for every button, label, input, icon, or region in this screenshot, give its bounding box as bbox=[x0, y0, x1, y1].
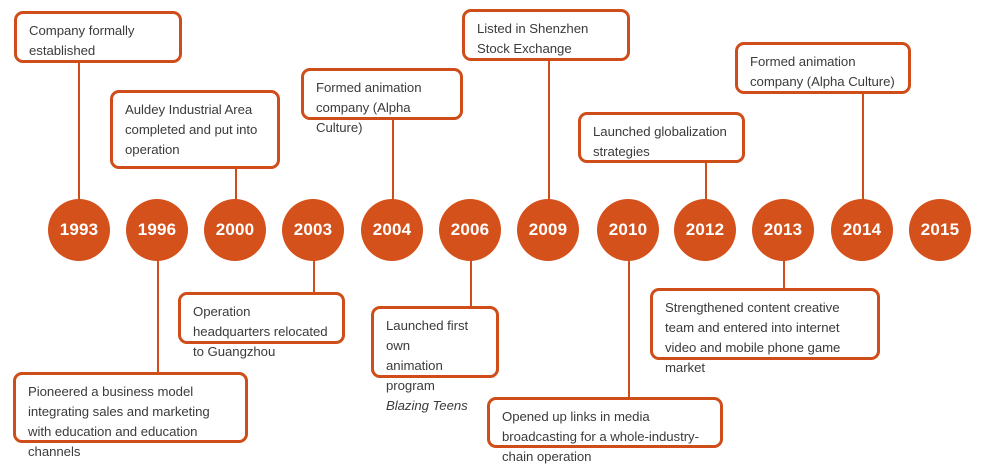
year-label: 2003 bbox=[293, 220, 333, 239]
connector-stem-2003-lower bbox=[313, 256, 315, 292]
year-label: 2006 bbox=[450, 220, 490, 239]
connector-stem-1996-lower bbox=[157, 256, 159, 372]
connector-stem-2010-lower bbox=[628, 256, 630, 397]
callout-formed-animation-2003[interactable]: Formed animation company (Alpha Culture) bbox=[301, 68, 463, 135]
connector-stem-1996 bbox=[235, 168, 237, 204]
callout-first-animation-program[interactable]: Launched first own animation program Bla… bbox=[371, 306, 499, 413]
callout-operation-headquarters[interactable]: Operation headquarters relocated to Guan… bbox=[178, 292, 345, 359]
connector-stem-2004 bbox=[392, 118, 394, 204]
year-label: 2015 bbox=[920, 220, 960, 239]
connector-stem-2006-lower bbox=[470, 256, 472, 306]
callout-auldey-industrial-area[interactable]: Auldey Industrial Area completed and put… bbox=[110, 90, 280, 169]
callout-listed-shenzhen[interactable]: Listed in Shenzhen Stock Exchange bbox=[462, 9, 630, 61]
callout-globalization-strategies[interactable]: Launched globalization strategies bbox=[578, 112, 745, 163]
connector-stem-1993 bbox=[78, 62, 80, 204]
year-label: 2012 bbox=[685, 220, 725, 239]
year-label: 2000 bbox=[215, 220, 255, 239]
callout-media-broadcasting[interactable]: Opened up links in media broadcasting fo… bbox=[487, 397, 723, 464]
timeline-node-2004[interactable]: 2004 bbox=[361, 199, 423, 261]
year-label: 2004 bbox=[372, 220, 412, 239]
year-label: 2014 bbox=[842, 220, 882, 239]
timeline-node-1993[interactable]: 1993 bbox=[48, 199, 110, 261]
timeline-node-1996[interactable]: 1996 bbox=[126, 199, 188, 261]
connector-stem-2009 bbox=[548, 60, 550, 204]
connector-stem-2013-lower bbox=[783, 256, 785, 288]
callout-pioneered-business-model[interactable]: Pioneered a business model integrating s… bbox=[13, 372, 248, 459]
year-label: 2009 bbox=[528, 220, 568, 239]
year-label: 2010 bbox=[608, 220, 648, 239]
timeline-node-2003[interactable]: 2003 bbox=[282, 199, 344, 261]
year-label: 1993 bbox=[59, 220, 99, 239]
year-label: 1996 bbox=[137, 220, 177, 239]
callout-line-1: Launched first own bbox=[386, 318, 469, 353]
year-label: 2013 bbox=[763, 220, 803, 239]
timeline-node-2006[interactable]: 2006 bbox=[439, 199, 501, 261]
timeline-node-2015[interactable]: 2015 bbox=[909, 199, 971, 261]
timeline-node-2013[interactable]: 2013 bbox=[752, 199, 814, 261]
timeline-node-2014[interactable]: 2014 bbox=[831, 199, 893, 261]
callout-content-creative-team[interactable]: Strengthened content creative team and e… bbox=[650, 288, 880, 375]
timeline-node-2009[interactable]: 2009 bbox=[517, 199, 579, 261]
callout-formed-animation-2014[interactable]: Formed animation company (Alpha Culture) bbox=[735, 42, 911, 94]
callout-line-2: animation program bbox=[386, 358, 443, 393]
timeline-node-2010[interactable]: 2010 bbox=[597, 199, 659, 261]
program-title: Blazing Teens bbox=[386, 398, 468, 413]
timeline-node-2000[interactable]: 2000 bbox=[204, 199, 266, 261]
connector-stem-2012 bbox=[705, 162, 707, 204]
callout-company-established[interactable]: Company formally established bbox=[14, 11, 182, 63]
timeline-node-2012[interactable]: 2012 bbox=[674, 199, 736, 261]
connector-stem-2014 bbox=[862, 93, 864, 204]
